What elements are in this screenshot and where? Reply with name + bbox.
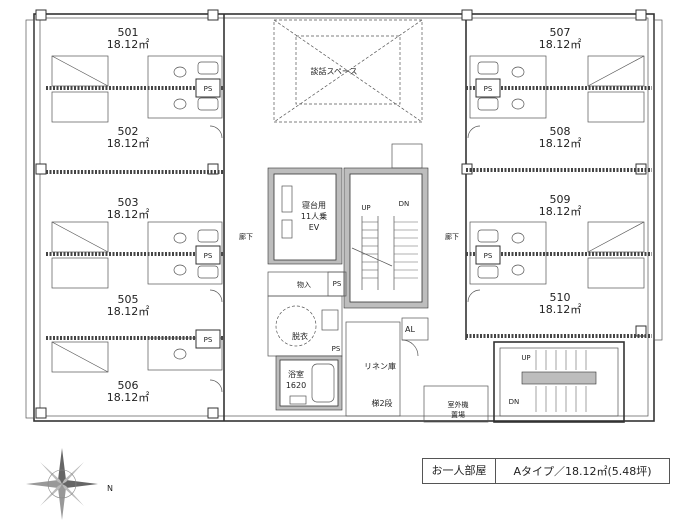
room-508-area: 18.12㎡: [539, 137, 582, 150]
elevator-label-1: 寝台用: [302, 200, 326, 210]
bath-label-1: 浴室: [288, 369, 304, 379]
al-label: AL: [405, 325, 415, 334]
room-509-number: 509: [550, 193, 571, 206]
core: [267, 143, 489, 423]
room-506-number: 506: [118, 379, 139, 392]
stair-note-label: 梯2段: [371, 398, 392, 408]
ps-label: PS: [484, 85, 493, 93]
ps-label: PS: [204, 336, 213, 344]
stair-dn-label: DN: [399, 200, 410, 208]
left-rooms: [46, 55, 224, 393]
north-label: N: [107, 484, 113, 493]
ps-labels: PS PS PS PS PS PS PS: [204, 85, 493, 353]
ps-label: PS: [332, 345, 341, 353]
ps-label: PS: [484, 252, 493, 260]
room-506-area: 18.12㎡: [107, 391, 150, 404]
room-503-area: 18.12㎡: [107, 208, 150, 221]
outdoor-stair-up-label: UP: [521, 354, 530, 362]
room-labels: 501 18.12㎡ 502 18.12㎡ 503 18.12㎡ 505 18.…: [107, 26, 582, 404]
room-503-number: 503: [118, 196, 139, 209]
outdoor-stair: [493, 341, 625, 423]
stair-treads: [362, 221, 418, 279]
room-509-area: 18.12㎡: [539, 205, 582, 218]
right-rooms: [466, 55, 652, 338]
ps-label: PS: [204, 252, 213, 260]
room-507-number: 507: [550, 26, 571, 39]
outdoor-label-2: 置場: [451, 410, 465, 419]
outdoor-stair-dn-label: DN: [509, 398, 520, 406]
outdoor-label-1: 室外機: [448, 400, 469, 409]
changing-label: 脱衣: [292, 331, 308, 341]
room-505-number: 505: [118, 293, 139, 306]
room-510-area: 18.12㎡: [539, 303, 582, 316]
ps-label: PS: [204, 85, 213, 93]
lounge-label: 談話スペース: [310, 66, 357, 76]
linen-label: リネン庫: [364, 361, 396, 371]
core-labels: 談話スペース 廊下 廊下 寝台用 11人乗 EV 物入 脱衣 浴室 1620 リ…: [239, 66, 531, 419]
corridor-label-left: 廊下: [239, 232, 253, 241]
legend-category: お一人部屋: [423, 459, 496, 483]
building-outline: [25, 13, 663, 422]
compass-icon: [26, 448, 98, 520]
lounge-area: [273, 19, 423, 123]
ps-label: PS: [333, 280, 342, 288]
storage-label: 物入: [297, 280, 311, 289]
room-501-area: 18.12㎡: [107, 38, 150, 51]
room-501-number: 501: [118, 26, 139, 39]
legend-type: Aタイプ／18.12㎡(5.48坪): [513, 465, 652, 478]
stair-up-label: UP: [361, 204, 370, 212]
room-510-number: 510: [550, 291, 571, 304]
room-502-number: 502: [118, 125, 139, 138]
room-508-number: 508: [550, 125, 571, 138]
elevator-label-3: EV: [309, 223, 320, 232]
elevator-label-2: 11人乗: [301, 211, 327, 221]
bath-label-2: 1620: [286, 381, 306, 390]
corridor-label-right: 廊下: [445, 232, 459, 241]
room-507-area: 18.12㎡: [539, 38, 582, 51]
room-505-area: 18.12㎡: [107, 305, 150, 318]
room-502-area: 18.12㎡: [107, 137, 150, 150]
legend-box: お一人部屋 Aタイプ／18.12㎡(5.48坪): [422, 458, 670, 484]
